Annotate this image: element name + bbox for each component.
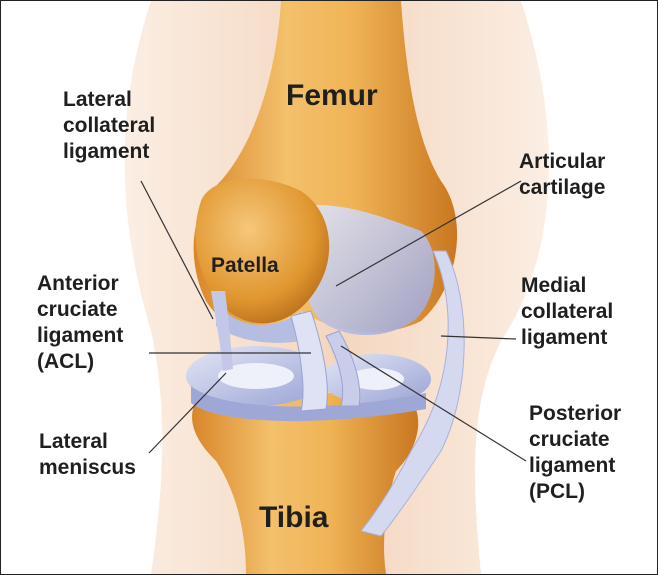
- patella-label: Patella: [211, 253, 279, 279]
- tibia-label: Tibia: [259, 501, 328, 535]
- articular-cartilage-label: Articular cartilage: [519, 149, 605, 201]
- lateral-collateral-ligament-label: Lateral collateral ligament: [63, 87, 155, 165]
- femur-label: Femur: [286, 79, 378, 113]
- anterior-cruciate-ligament-label: Anterior cruciate ligament (ACL): [37, 271, 123, 375]
- lateral-meniscus-label: Lateral meniscus: [39, 429, 136, 481]
- posterior-cruciate-ligament-label: Posterior cruciate ligament (PCL): [529, 401, 621, 505]
- medial-collateral-ligament-label: Medial collateral ligament: [521, 273, 613, 351]
